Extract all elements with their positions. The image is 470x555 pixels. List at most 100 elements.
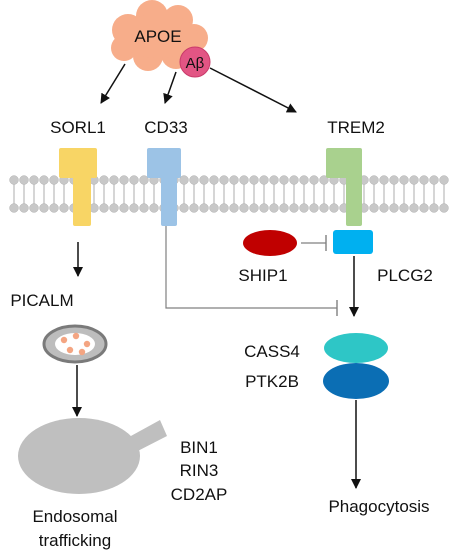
picalm-vesicle xyxy=(42,324,108,364)
membrane-bead xyxy=(399,175,409,185)
membrane-bead xyxy=(279,175,289,185)
membrane-bead xyxy=(299,203,309,213)
membrane-bead xyxy=(389,175,399,185)
membrane-bead xyxy=(59,203,69,213)
plcg2-node xyxy=(333,230,373,254)
membrane-bead xyxy=(419,175,429,185)
apoe-label: APOE xyxy=(134,27,181,46)
membrane-bead xyxy=(199,203,209,213)
membrane-bead xyxy=(259,175,269,185)
membrane-bead xyxy=(179,175,189,185)
endosome xyxy=(18,418,167,494)
membrane-bead xyxy=(239,203,249,213)
membrane-bead xyxy=(429,175,439,185)
membrane-bead xyxy=(429,203,439,213)
membrane-bead xyxy=(109,175,119,185)
membrane-bead xyxy=(379,203,389,213)
ptk2b-node xyxy=(323,363,389,399)
membrane-bead xyxy=(439,175,449,185)
membrane-bead xyxy=(99,175,109,185)
inhibit-cd33-path xyxy=(165,226,337,309)
membrane-bead xyxy=(209,175,219,185)
membrane-bead xyxy=(229,203,239,213)
membrane-bead xyxy=(29,203,39,213)
membrane-bead xyxy=(229,175,239,185)
membrane-bead xyxy=(199,175,209,185)
membrane-bead xyxy=(49,203,59,213)
plcg2-label: PLCG2 xyxy=(377,266,433,285)
ptk2b-label: PTK2B xyxy=(245,372,299,391)
membrane-bead xyxy=(409,175,419,185)
membrane-bead xyxy=(279,203,289,213)
membrane-bead xyxy=(9,175,19,185)
apoe-cloud: APOE xyxy=(111,0,208,71)
membrane-bead xyxy=(419,203,429,213)
membrane-bead xyxy=(39,203,49,213)
membrane-bead xyxy=(269,175,279,185)
membrane-bead xyxy=(319,175,329,185)
membrane-bead xyxy=(139,203,149,213)
vesicle-dots xyxy=(60,332,91,356)
membrane-bead xyxy=(179,203,189,213)
membrane-bead xyxy=(299,175,309,185)
cd33-receptor xyxy=(147,148,181,226)
membrane-bead xyxy=(249,175,259,185)
membrane-bead xyxy=(309,203,319,213)
membrane-bead xyxy=(119,203,129,213)
cd2ap-label: CD2AP xyxy=(171,485,228,504)
membrane-bead xyxy=(219,175,229,185)
membrane-bead xyxy=(139,175,149,185)
membrane-bead xyxy=(319,203,329,213)
arrow-apoe-sorl1 xyxy=(100,63,126,104)
membrane-bead xyxy=(209,203,219,213)
abeta-label: Aβ xyxy=(186,55,205,72)
membrane-bead xyxy=(129,203,139,213)
membrane-bead xyxy=(129,175,139,185)
cass4-label: CASS4 xyxy=(244,342,300,361)
sorl1-receptor xyxy=(59,148,97,226)
membrane-bead xyxy=(9,203,19,213)
membrane-bead xyxy=(249,203,259,213)
membrane-bead xyxy=(439,203,449,213)
membrane-bead xyxy=(379,175,389,185)
cass4-node xyxy=(324,333,388,363)
membrane-bead xyxy=(189,175,199,185)
bin1-label: BIN1 xyxy=(180,438,218,457)
arrow-abeta-cd33 xyxy=(163,71,177,104)
membrane-bead xyxy=(49,175,59,185)
membrane-bead xyxy=(19,203,29,213)
membrane-bead xyxy=(269,203,279,213)
membrane-bead xyxy=(309,175,319,185)
membrane-bead xyxy=(149,203,159,213)
membrane-bead xyxy=(109,203,119,213)
membrane-bead xyxy=(119,175,129,185)
apoe-cloud-shape xyxy=(111,0,208,71)
membrane-bead xyxy=(409,203,419,213)
membrane-bead xyxy=(289,175,299,185)
membrane-tails xyxy=(13,183,445,205)
abeta-node: Aβ xyxy=(179,46,211,78)
picalm-label: PICALM xyxy=(10,291,73,310)
membrane-bead xyxy=(389,203,399,213)
membrane-bead xyxy=(329,203,339,213)
cd33-label: CD33 xyxy=(144,118,187,137)
membrane-bead xyxy=(239,175,249,185)
ship1-label: SHIP1 xyxy=(238,266,287,285)
endosomal-label-line2: trafficking xyxy=(39,531,111,550)
membrane-bead xyxy=(219,203,229,213)
membrane-bead xyxy=(369,203,379,213)
endosome-body xyxy=(18,418,140,494)
membrane-bead xyxy=(99,203,109,213)
arrow-abeta-trem2 xyxy=(209,67,297,113)
membrane-bead xyxy=(289,203,299,213)
membrane-bead xyxy=(189,203,199,213)
trem2-label: TREM2 xyxy=(327,118,385,137)
membrane-bead xyxy=(369,175,379,185)
sorl1-label: SORL1 xyxy=(50,118,106,137)
trem2-receptor xyxy=(326,148,362,226)
ship1-node xyxy=(243,230,297,256)
membrane-bead xyxy=(19,175,29,185)
membrane-bead xyxy=(29,175,39,185)
endosomal-label-line1: Endosomal xyxy=(32,507,117,526)
